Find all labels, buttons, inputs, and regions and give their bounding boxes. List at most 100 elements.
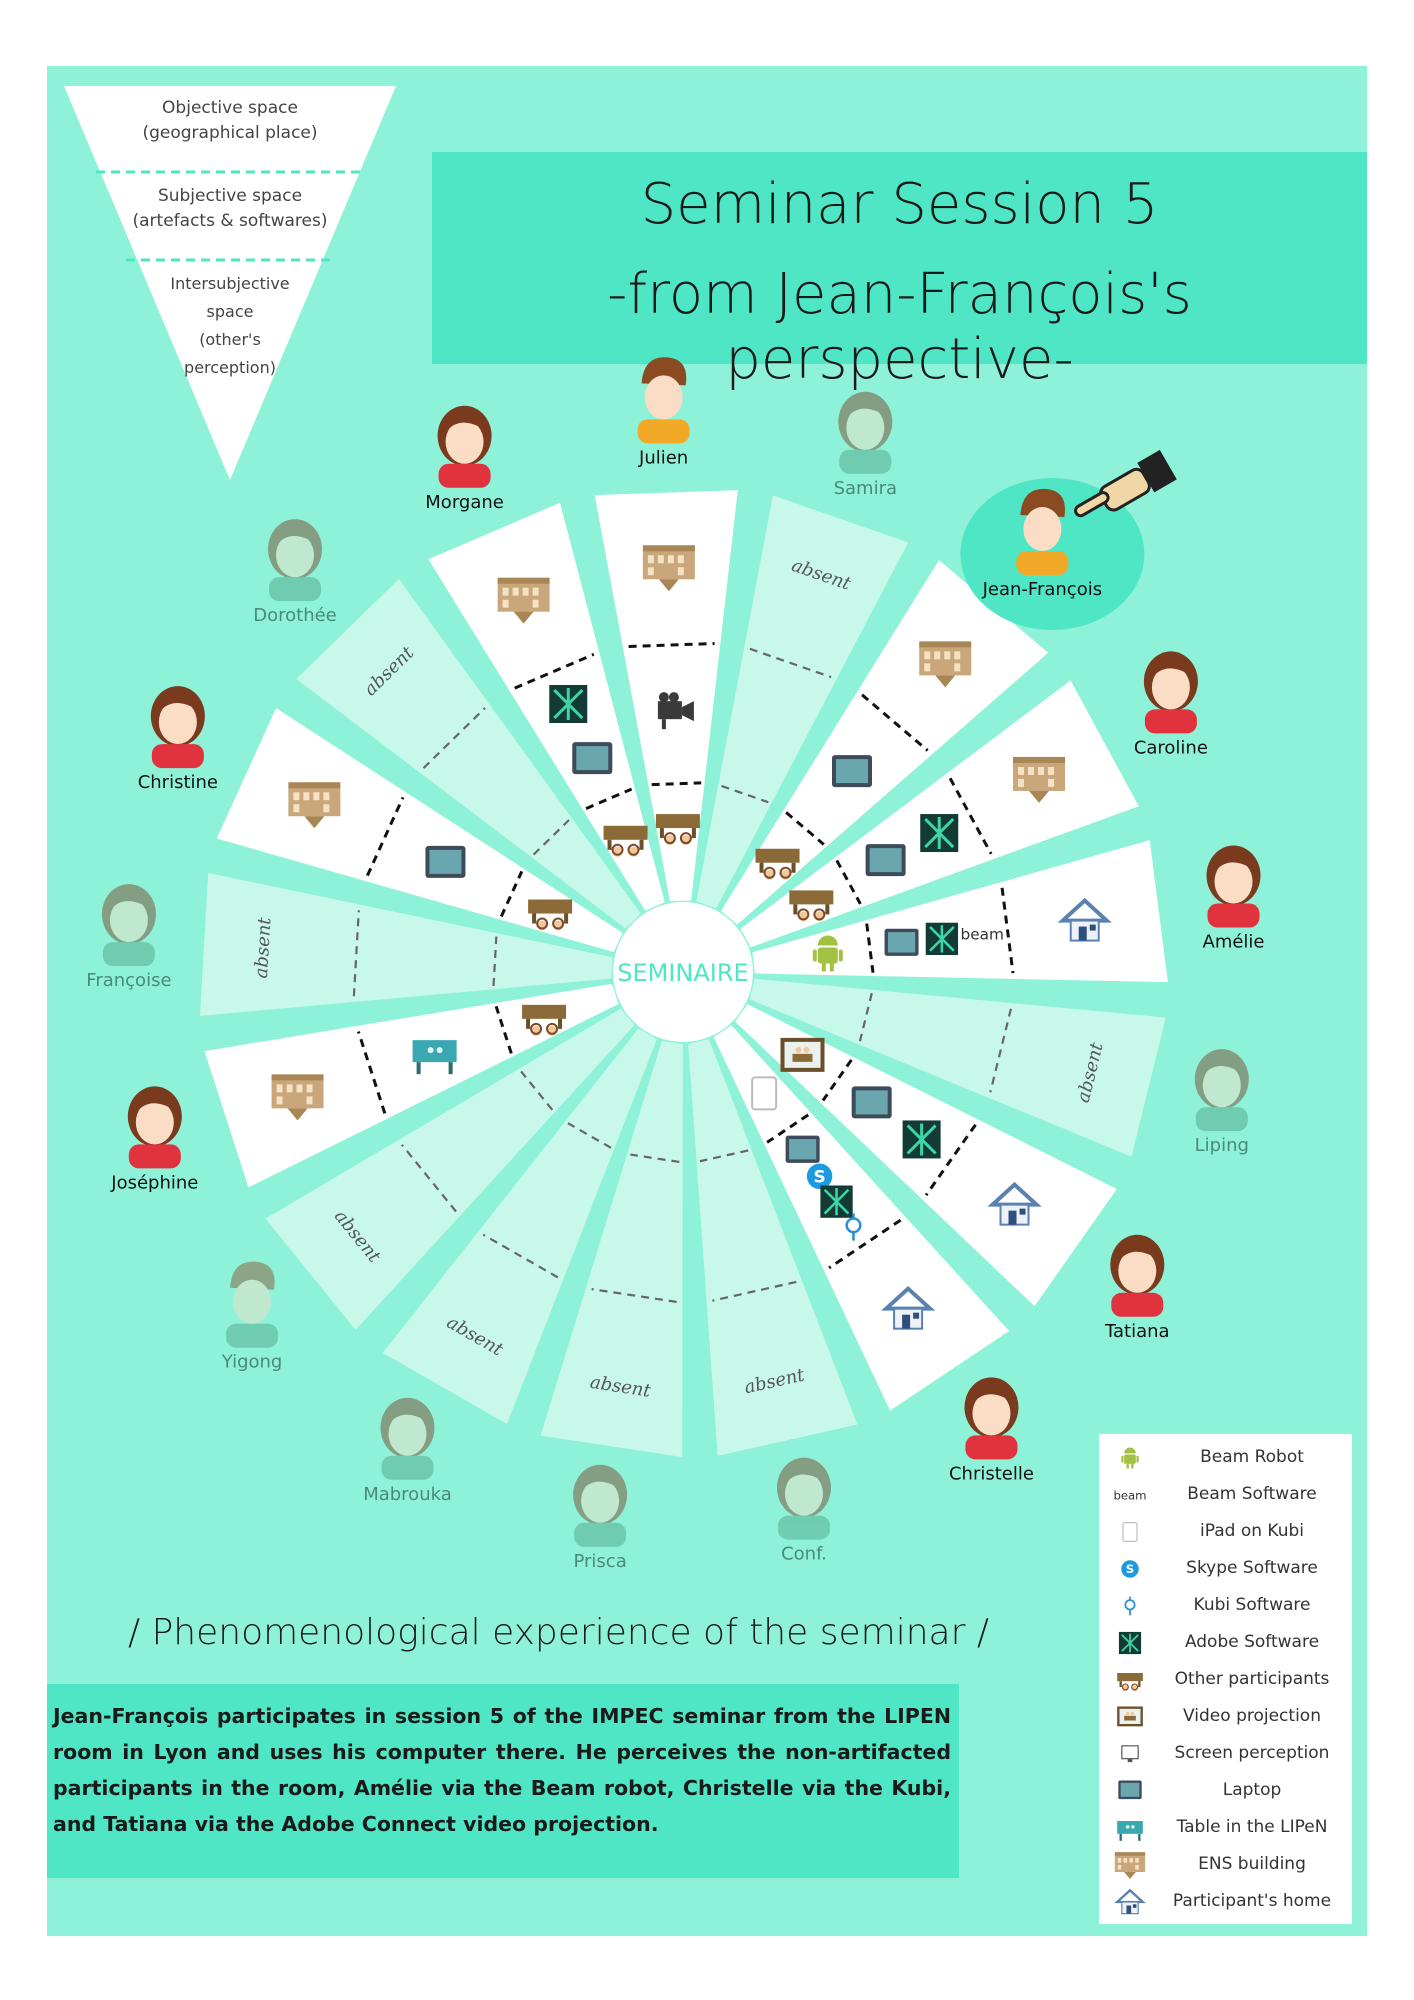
ipad-icon <box>751 1076 778 1111</box>
kubi-software-icon <box>1124 1596 1136 1616</box>
legend-item-screen-perception: Screen perception <box>1099 1736 1352 1773</box>
lipen-table-icon <box>1117 1821 1143 1841</box>
ens-building-icon <box>497 577 550 624</box>
spaces-triangle <box>64 86 396 480</box>
adobe-software-icon <box>925 922 959 956</box>
participant-name: Prisca <box>573 1551 626 1572</box>
other-participants-icon <box>603 825 648 857</box>
participant-name: Samira <box>834 478 897 499</box>
adobe-software-icon <box>549 685 588 724</box>
wedge-jean-fran-ois <box>721 560 1049 925</box>
title-line-1: Seminar Session 5 <box>640 172 1159 237</box>
svg-text:beam: beam <box>961 926 1004 944</box>
title-line-2: -from Jean-François's perspective- <box>607 262 1192 392</box>
participant-name: Julien <box>638 447 688 468</box>
video-projection-icon <box>780 1037 825 1072</box>
wedge-mabrouka: absent <box>382 1028 657 1424</box>
absent-label: absent <box>251 916 276 979</box>
avatar-doroth-e <box>268 519 323 602</box>
wedge-fran-oise: absent <box>199 872 613 1016</box>
svg-text:S: S <box>813 1167 825 1187</box>
center-circle <box>613 902 753 1042</box>
home-icon <box>1114 1888 1146 1915</box>
beam-software-icon: beam <box>1113 1489 1146 1503</box>
avatar-samira <box>838 391 893 474</box>
avatar-christelle <box>964 1377 1019 1460</box>
participant-name: Mabrouka <box>363 1484 452 1505</box>
beam-robot-icon <box>812 935 843 972</box>
legend-item-kubi-software: Kubi Software <box>1099 1588 1352 1625</box>
pointing-hand-icon <box>1074 449 1177 518</box>
lipen-table-icon <box>412 1040 457 1075</box>
legend-item-video-projection: Video projection <box>1099 1699 1352 1736</box>
ipad-icon <box>1122 1522 1138 1542</box>
ens-building-icon <box>271 1074 324 1121</box>
wedge-tatiana <box>735 1004 1117 1307</box>
participant-name: Christine <box>138 772 218 793</box>
legend-label: Skype Software <box>1186 1558 1318 1578</box>
subjective-space-label: Subjective space(artefacts & softwares) <box>132 186 328 231</box>
wedge-conf: absent <box>688 1039 858 1456</box>
svg-text:beam: beam <box>1113 1489 1146 1503</box>
laptop-icon <box>1118 1780 1142 1800</box>
other-participants-icon <box>528 899 573 931</box>
other-participants-icon <box>655 814 700 846</box>
legend-label: Adobe Software <box>1184 1632 1320 1652</box>
laptop-icon <box>851 1086 892 1119</box>
title-box: Seminar Session 5 -from Jean-François's … <box>432 152 1367 392</box>
legend-item-beam-robot: Beam Robot <box>1099 1440 1352 1477</box>
home-icon <box>987 1181 1042 1226</box>
legend-item-other-participants: Other participants <box>1099 1662 1352 1699</box>
home-icon <box>1057 897 1112 942</box>
avatar-jos-phine <box>127 1086 182 1169</box>
legend-label: Kubi Software <box>1193 1595 1311 1615</box>
legend-label: iPad on Kubi <box>1200 1521 1304 1541</box>
legend-item-ipad: iPad on Kubi <box>1099 1514 1352 1551</box>
legend-label: Beam Robot <box>1200 1447 1304 1467</box>
legend-label: Other participants <box>1174 1669 1330 1689</box>
wedge-jos-phine <box>204 983 619 1188</box>
objective-space-label: Objective space(geographical place) <box>142 98 318 143</box>
laptop-icon <box>785 1135 820 1163</box>
participant-name: Yigong <box>221 1352 283 1373</box>
adobe-software-icon <box>902 1120 941 1159</box>
legend-item-beam-software: beam Beam Software <box>1099 1477 1352 1514</box>
legend-label: Video projection <box>1183 1706 1321 1726</box>
legend-item-home: Participant's home <box>1099 1884 1352 1921</box>
legend-label: Screen perception <box>1174 1743 1330 1763</box>
kubi-software-icon <box>845 1213 862 1241</box>
laptop-icon <box>572 742 613 775</box>
other-participants-icon <box>789 890 834 922</box>
avatar-conf <box>776 1457 831 1540</box>
wedge-julien <box>594 490 738 902</box>
participant-name: Conf. <box>781 1544 827 1565</box>
adobe-software-icon <box>820 1185 853 1218</box>
phenomenological-title: / Phenomenological experience of the sem… <box>128 1612 989 1653</box>
legend-label: Beam Software <box>1187 1484 1317 1504</box>
avatar-jean-fran-ois <box>1016 488 1069 576</box>
participant-name: Christelle <box>949 1463 1034 1484</box>
avatar-fran-oise <box>101 884 156 967</box>
wedge-christine <box>216 708 623 953</box>
avatar-yigong <box>226 1261 279 1348</box>
skype-software-icon: S <box>806 1163 833 1190</box>
legend-item-laptop: Laptop <box>1099 1773 1352 1810</box>
avatar-am-lie <box>1206 845 1261 928</box>
adobe-software-icon <box>1118 1631 1142 1655</box>
avatar-tatiana <box>1110 1234 1165 1317</box>
other-participants-icon <box>755 848 800 880</box>
participant-name: Jean-François <box>982 579 1103 600</box>
participant-name: Amélie <box>1203 932 1265 953</box>
video-projection-icon <box>1117 1706 1143 1727</box>
laptop-icon <box>425 845 466 878</box>
description-box: Jean-François participates in session 5 … <box>47 1684 959 1878</box>
wedge-christelle: S <box>713 1025 1010 1411</box>
wedge-am-lie: beam <box>752 840 1168 983</box>
participant-name: Caroline <box>1134 737 1208 758</box>
legend-label: Laptop <box>1222 1780 1282 1800</box>
wedge-yigong: absent <box>265 1008 635 1330</box>
avatar-prisca <box>573 1464 628 1547</box>
